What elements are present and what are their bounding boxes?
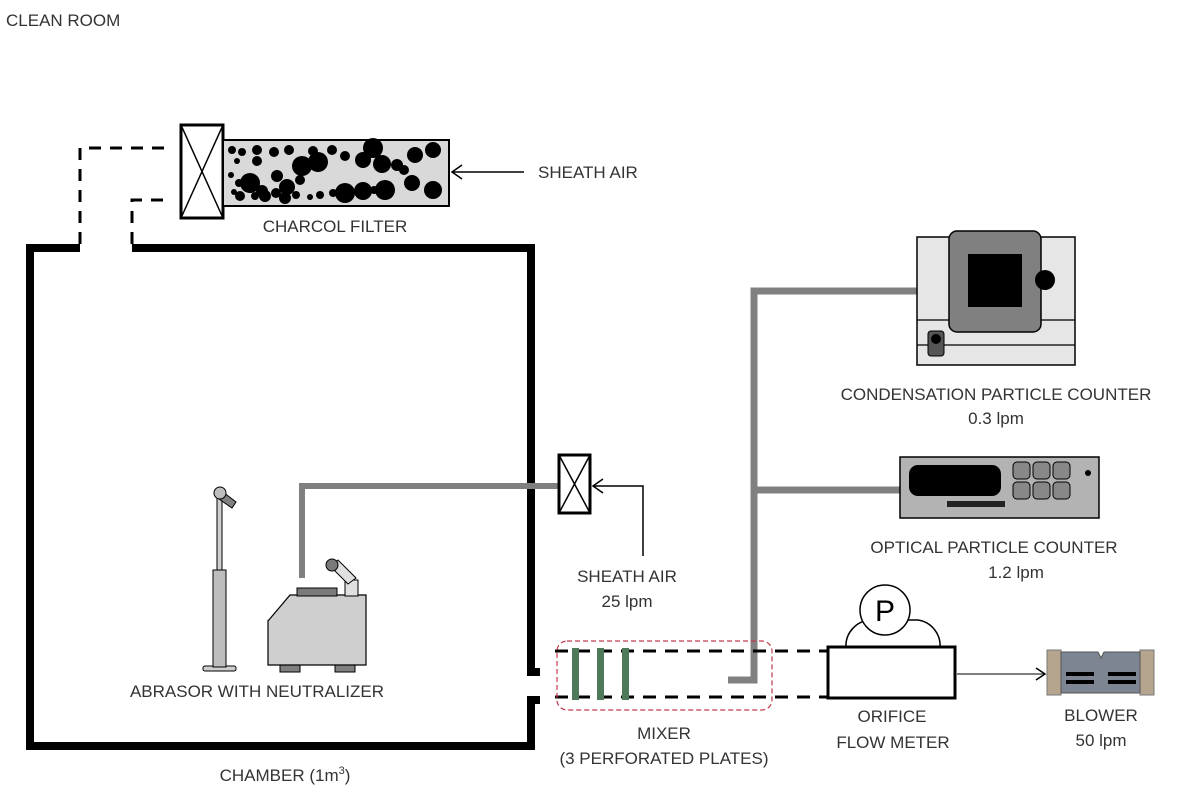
charcoal-filter-assembly: CHARCOL FILTER SHEATH AIR bbox=[78, 123, 638, 244]
charcoal-granule bbox=[228, 172, 234, 178]
mixer-sublabel: (3 PERFORATED PLATES) bbox=[559, 749, 768, 768]
charcoal-granule bbox=[316, 191, 324, 199]
hepa-filter-icon bbox=[179, 123, 225, 220]
orifice-label-line2: FLOW METER bbox=[836, 733, 949, 752]
opc-display bbox=[909, 465, 1001, 496]
charcoal-granule bbox=[407, 147, 423, 163]
opc-button bbox=[1032, 481, 1051, 500]
chamber-wall-top-right bbox=[132, 244, 540, 676]
opc-label: OPTICAL PARTICLE COUNTER bbox=[870, 538, 1117, 557]
chamber: CHAMBER (1m3) bbox=[26, 244, 540, 785]
blower-flow: 50 lpm bbox=[1075, 731, 1126, 750]
condensation-particle-counter: CONDENSATION PARTICLE COUNTER 0.3 lpm bbox=[841, 230, 1152, 428]
charcoal-granule bbox=[404, 175, 420, 191]
mixer: MIXER (3 PERFORATED PLATES) bbox=[556, 640, 773, 768]
charcoal-granule bbox=[234, 158, 240, 164]
orifice-flow-meter: P ORIFICE FLOW METER bbox=[826, 584, 957, 752]
mixer-outline bbox=[556, 640, 773, 711]
charcoal-granule bbox=[259, 190, 271, 202]
charcoal-granule bbox=[271, 170, 283, 182]
chamber-wall-left-bottom bbox=[26, 244, 540, 750]
opc-button bbox=[1052, 481, 1071, 500]
sheath-air-inlet: SHEATH AIR 25 lpm bbox=[557, 453, 677, 611]
sheath-air-top-label: SHEATH AIR bbox=[538, 163, 638, 182]
charcoal-granule bbox=[373, 155, 391, 173]
sheath-tube bbox=[299, 483, 560, 578]
sheath-air-mid-label: SHEATH AIR bbox=[577, 567, 677, 586]
charcoal-granule bbox=[335, 183, 355, 203]
perforated-plates bbox=[572, 648, 629, 700]
charcoal-granule bbox=[251, 192, 259, 200]
cpc-knob bbox=[1035, 270, 1055, 290]
abrasor-stand bbox=[202, 486, 237, 672]
opc-button bbox=[1012, 461, 1031, 480]
opc-button bbox=[1012, 481, 1031, 500]
mixer-label: MIXER bbox=[637, 724, 691, 743]
blower-label: BLOWER bbox=[1064, 706, 1138, 725]
opc-button bbox=[1032, 461, 1051, 480]
sheath-air-arrow-line bbox=[593, 485, 644, 556]
perforated-plate bbox=[597, 648, 604, 700]
hepa-filter-icon bbox=[557, 453, 592, 515]
charcoal-granule bbox=[307, 194, 313, 200]
abrasor-label: ABRASOR WITH NEUTRALIZER bbox=[130, 682, 384, 701]
charcoal-granule bbox=[269, 147, 279, 157]
arrow-left-icon bbox=[591, 478, 604, 494]
charcoal-granule bbox=[354, 182, 372, 200]
charcoal-granule bbox=[292, 156, 312, 176]
charcoal-granule bbox=[327, 145, 337, 155]
arrow-right-icon bbox=[1035, 667, 1047, 681]
diagram-title: CLEAN ROOM bbox=[6, 11, 120, 30]
charcoal-granule bbox=[425, 142, 441, 158]
perforated-plate bbox=[622, 648, 629, 700]
pressure-gauge-symbol: P bbox=[875, 595, 895, 628]
arrow-left-icon bbox=[450, 164, 463, 180]
opc-slot bbox=[947, 501, 1005, 507]
charcoal-granule bbox=[252, 156, 262, 166]
sheath-air-mid-flow: 25 lpm bbox=[601, 592, 652, 611]
charcoal-granule bbox=[295, 175, 305, 185]
charcoal-granule bbox=[355, 152, 371, 168]
optical-particle-counter: OPTICAL PARTICLE COUNTER 1.2 lpm bbox=[870, 456, 1118, 582]
charcoal-granule bbox=[279, 179, 295, 195]
charcoal-granule bbox=[238, 148, 246, 156]
charcoal-granule bbox=[231, 189, 237, 195]
charcoal-filter-label: CHARCOL FILTER bbox=[263, 217, 408, 236]
charcoal-granule bbox=[240, 173, 260, 193]
opc-flow: 1.2 lpm bbox=[988, 563, 1044, 582]
charcoal-granule bbox=[399, 165, 409, 175]
cpc-display bbox=[968, 254, 1022, 307]
cpc-label: CONDENSATION PARTICLE COUNTER bbox=[841, 385, 1152, 404]
charcoal-granule bbox=[308, 152, 328, 172]
sample-line-cpc bbox=[728, 287, 920, 684]
charcoal-granule bbox=[329, 189, 337, 197]
charcoal-granules bbox=[228, 138, 442, 204]
charcoal-granule bbox=[424, 181, 442, 199]
chamber-label: CHAMBER (1m3) bbox=[220, 765, 351, 785]
charcoal-granule bbox=[228, 146, 236, 154]
charcoal-granule bbox=[340, 151, 350, 161]
duct-dashed-inner bbox=[130, 198, 168, 244]
abrasor-machine bbox=[267, 558, 367, 673]
charcoal-granule bbox=[271, 188, 281, 198]
pressure-gauge-icon bbox=[859, 584, 911, 636]
charcoal-granule bbox=[363, 138, 383, 158]
charcoal-granule bbox=[279, 192, 291, 204]
charcoal-granule bbox=[235, 191, 245, 201]
charcoal-granule bbox=[284, 145, 294, 155]
charcoal-granule bbox=[292, 191, 300, 199]
opc-buttons bbox=[1012, 461, 1071, 500]
opc-button bbox=[1052, 461, 1071, 480]
perforated-plate bbox=[572, 648, 579, 700]
abrasor: ABRASOR WITH NEUTRALIZER bbox=[130, 486, 384, 701]
charcoal-granule bbox=[252, 145, 262, 155]
duct-dashed-outer bbox=[78, 146, 168, 244]
opc-indicator bbox=[1085, 470, 1091, 476]
cpc-flow: 0.3 lpm bbox=[968, 409, 1024, 428]
charcoal-granule bbox=[375, 180, 395, 200]
blower: BLOWER 50 lpm bbox=[1046, 649, 1155, 750]
orifice-label-line1: ORIFICE bbox=[858, 707, 927, 726]
